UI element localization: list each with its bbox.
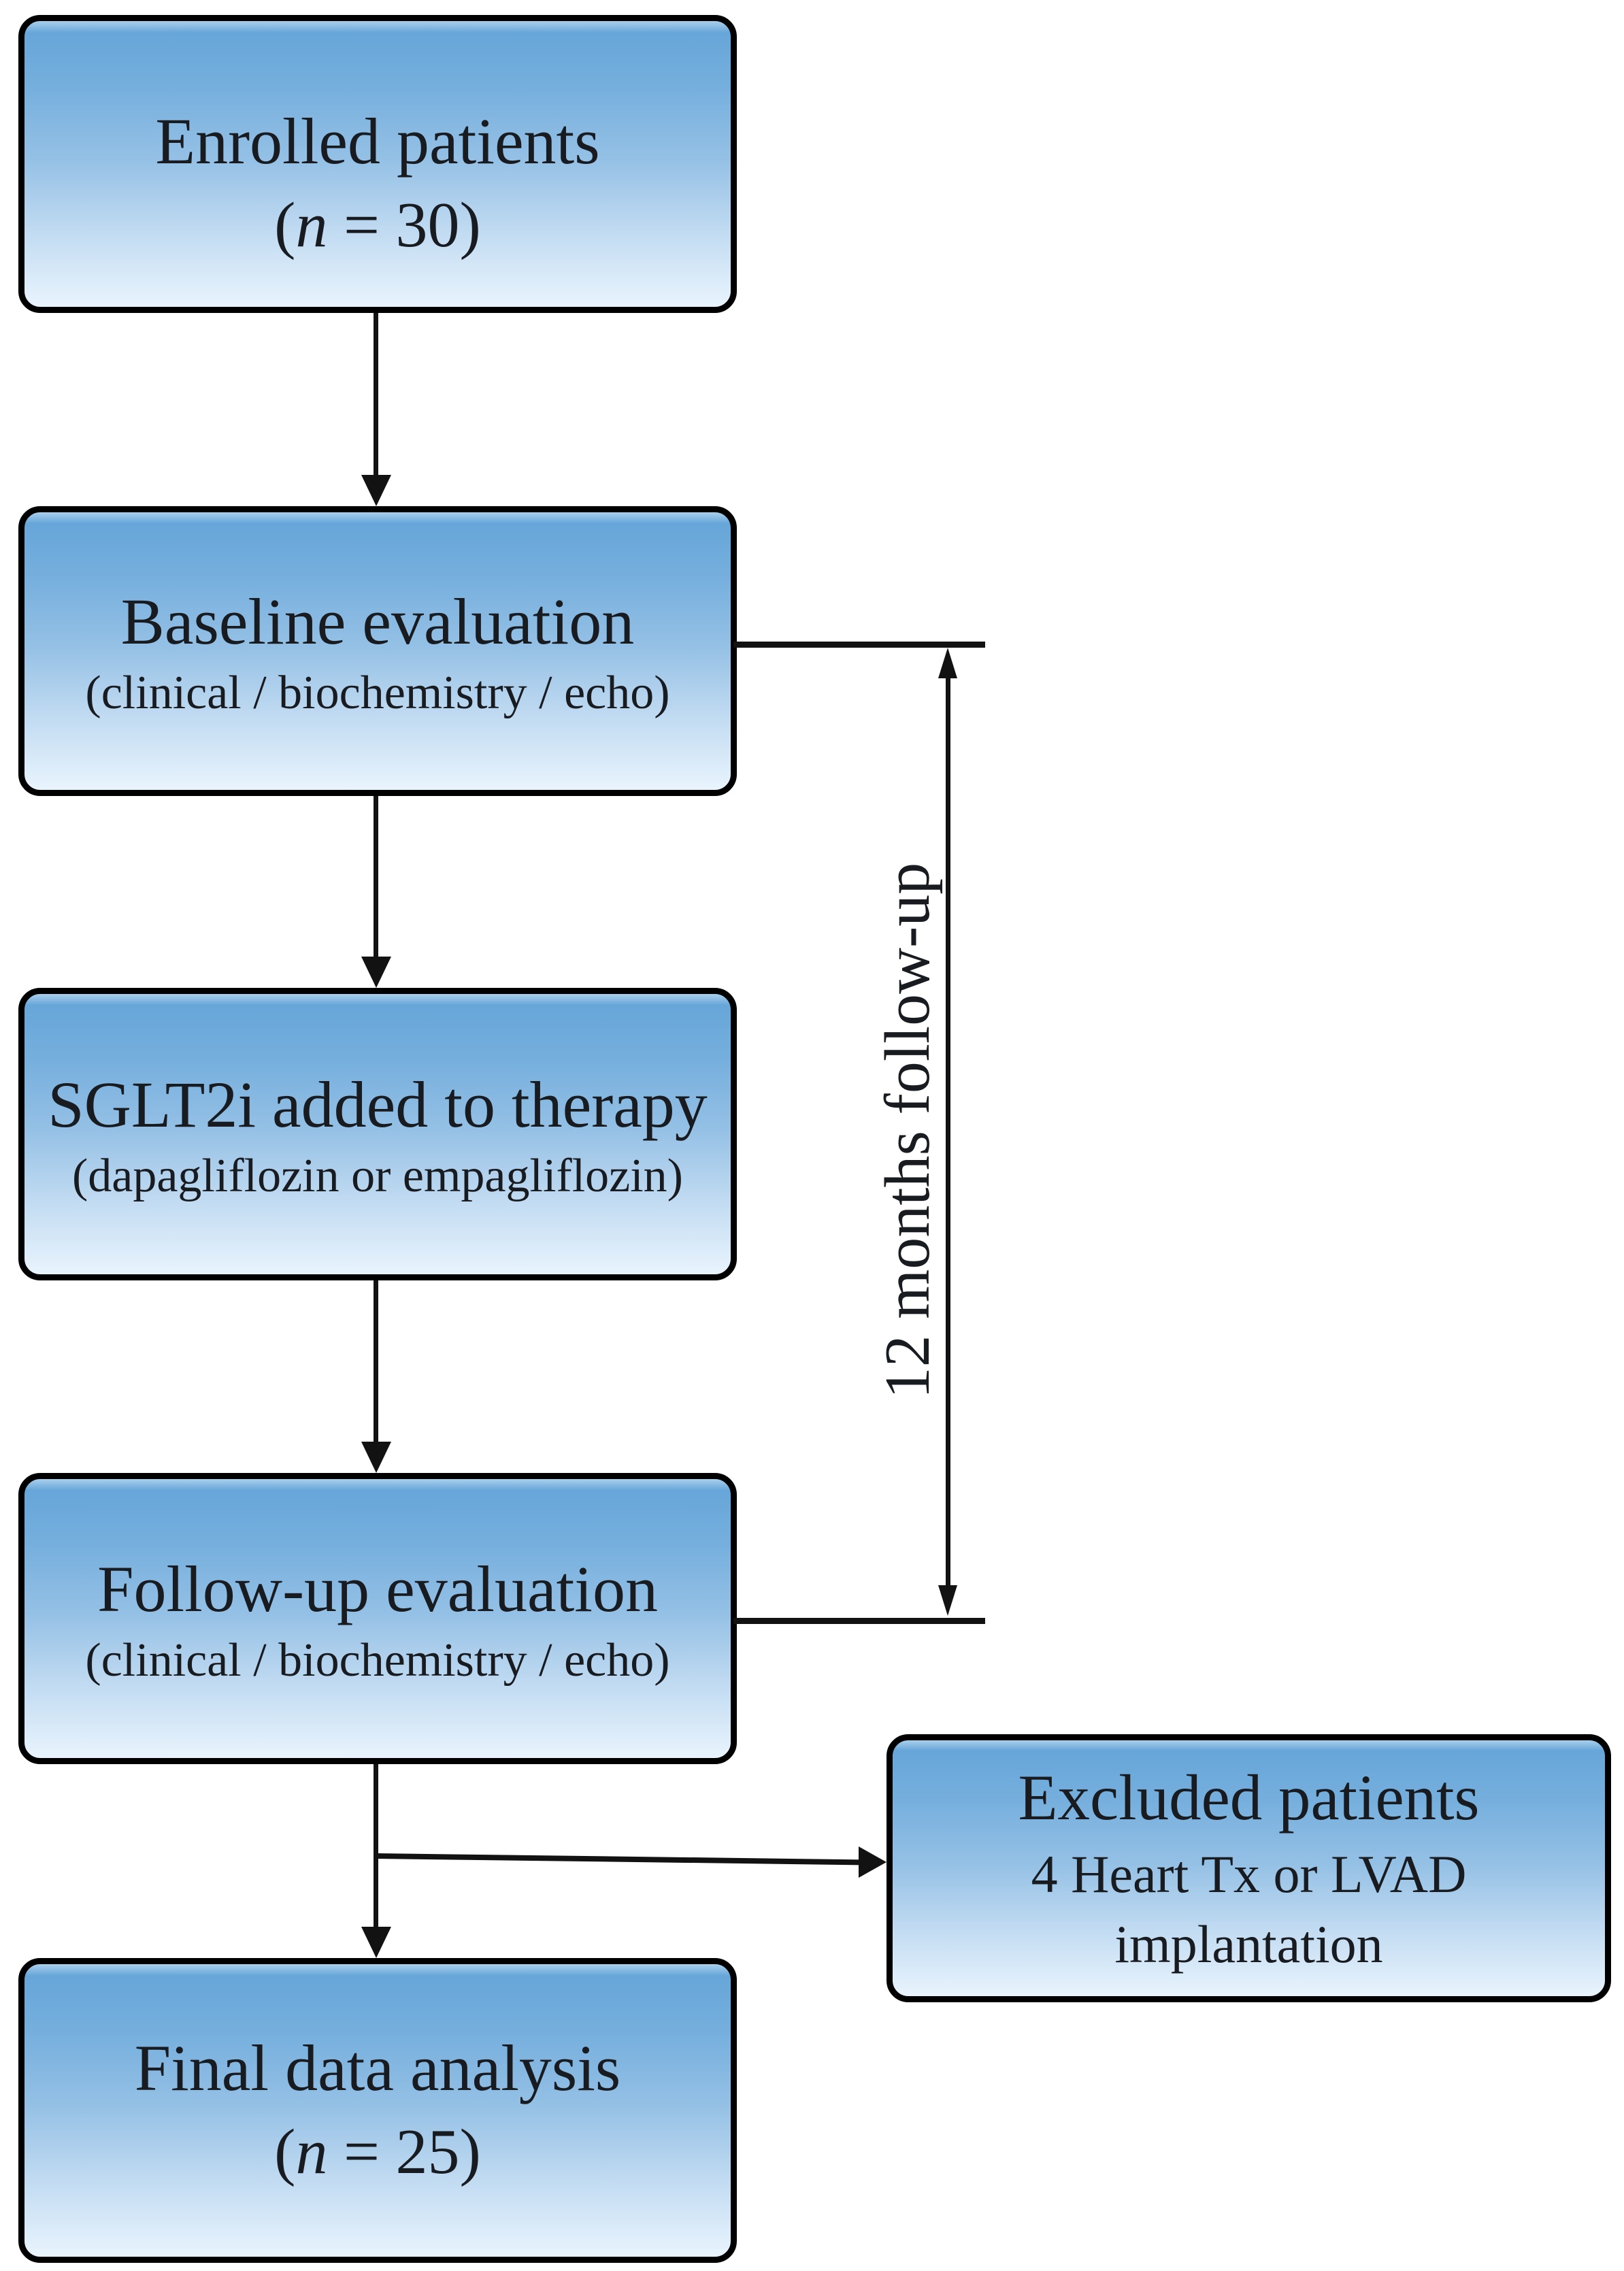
arrow-sglt2i-to-followup-shaft [374, 1280, 378, 1443]
span-tick-bottom [733, 1618, 985, 1624]
node-title: Enrolled patients [155, 105, 600, 178]
arrowhead-down-icon [361, 1927, 391, 1958]
node-detail-line: implantation [1114, 1914, 1383, 1974]
math-var-n: n [295, 2117, 328, 2188]
node-title: Follow-up evaluation [97, 1552, 658, 1625]
arrowhead-up-icon [938, 648, 957, 678]
arrowhead-down-icon [361, 957, 391, 988]
math-equals: = [327, 2117, 396, 2188]
followup-duration-label: 12 months follow-up [872, 862, 943, 1399]
arrowhead-down-icon [361, 475, 391, 506]
math-value: 30 [395, 190, 460, 261]
node-subtitle: (dapagliflozin or empagliflozin) [71, 1149, 683, 1202]
branch-to-excluded-line [376, 1853, 861, 1866]
node-title: Excluded patients [1018, 1761, 1480, 1834]
math-value: 25 [395, 2117, 460, 2188]
node-final-data-analysis: Final data analysis (n = 25) [18, 1958, 737, 2263]
arrow-followup-to-final-shaft [374, 1764, 378, 1928]
arrow-enrolled-to-baseline-shaft [374, 313, 378, 476]
paren-close: ) [459, 2117, 481, 2188]
span-tick-top [733, 642, 985, 648]
span-double-arrow-shaft [946, 676, 950, 1587]
node-title: Baseline evaluation [120, 584, 635, 658]
node-sample-size: (n = 25) [274, 2110, 481, 2193]
math-var-n: n [295, 190, 328, 261]
math-equals: = [327, 190, 396, 261]
node-followup-evaluation: Follow-up evaluation (clinical / biochem… [18, 1473, 737, 1764]
node-title: Final data analysis [134, 2032, 621, 2105]
paren-open: ( [274, 2117, 296, 2188]
node-excluded-patients: Excluded patients 4 Heart Tx or LVAD imp… [886, 1734, 1611, 2002]
arrowhead-right-icon [859, 1846, 886, 1878]
node-subtitle: (clinical / biochemistry / echo) [85, 1634, 670, 1687]
node-enrolled-patients: Enrolled patients (n = 30) [18, 15, 737, 313]
arrowhead-down-icon [361, 1442, 391, 1473]
node-sample-size: (n = 30) [274, 184, 481, 267]
node-title: SGLT2i added to therapy [48, 1067, 708, 1141]
paren-close: ) [459, 190, 481, 261]
paren-open: ( [274, 190, 296, 261]
node-subtitle: (clinical / biochemistry / echo) [85, 666, 670, 719]
node-detail-line: 4 Heart Tx or LVAD [1031, 1844, 1467, 1904]
arrowhead-down-icon [938, 1585, 957, 1616]
node-sglt2i-added: SGLT2i added to therapy (dapagliflozin o… [18, 988, 737, 1280]
arrow-baseline-to-sglt2i-shaft [374, 796, 378, 958]
node-baseline-evaluation: Baseline evaluation (clinical / biochemi… [18, 506, 737, 796]
